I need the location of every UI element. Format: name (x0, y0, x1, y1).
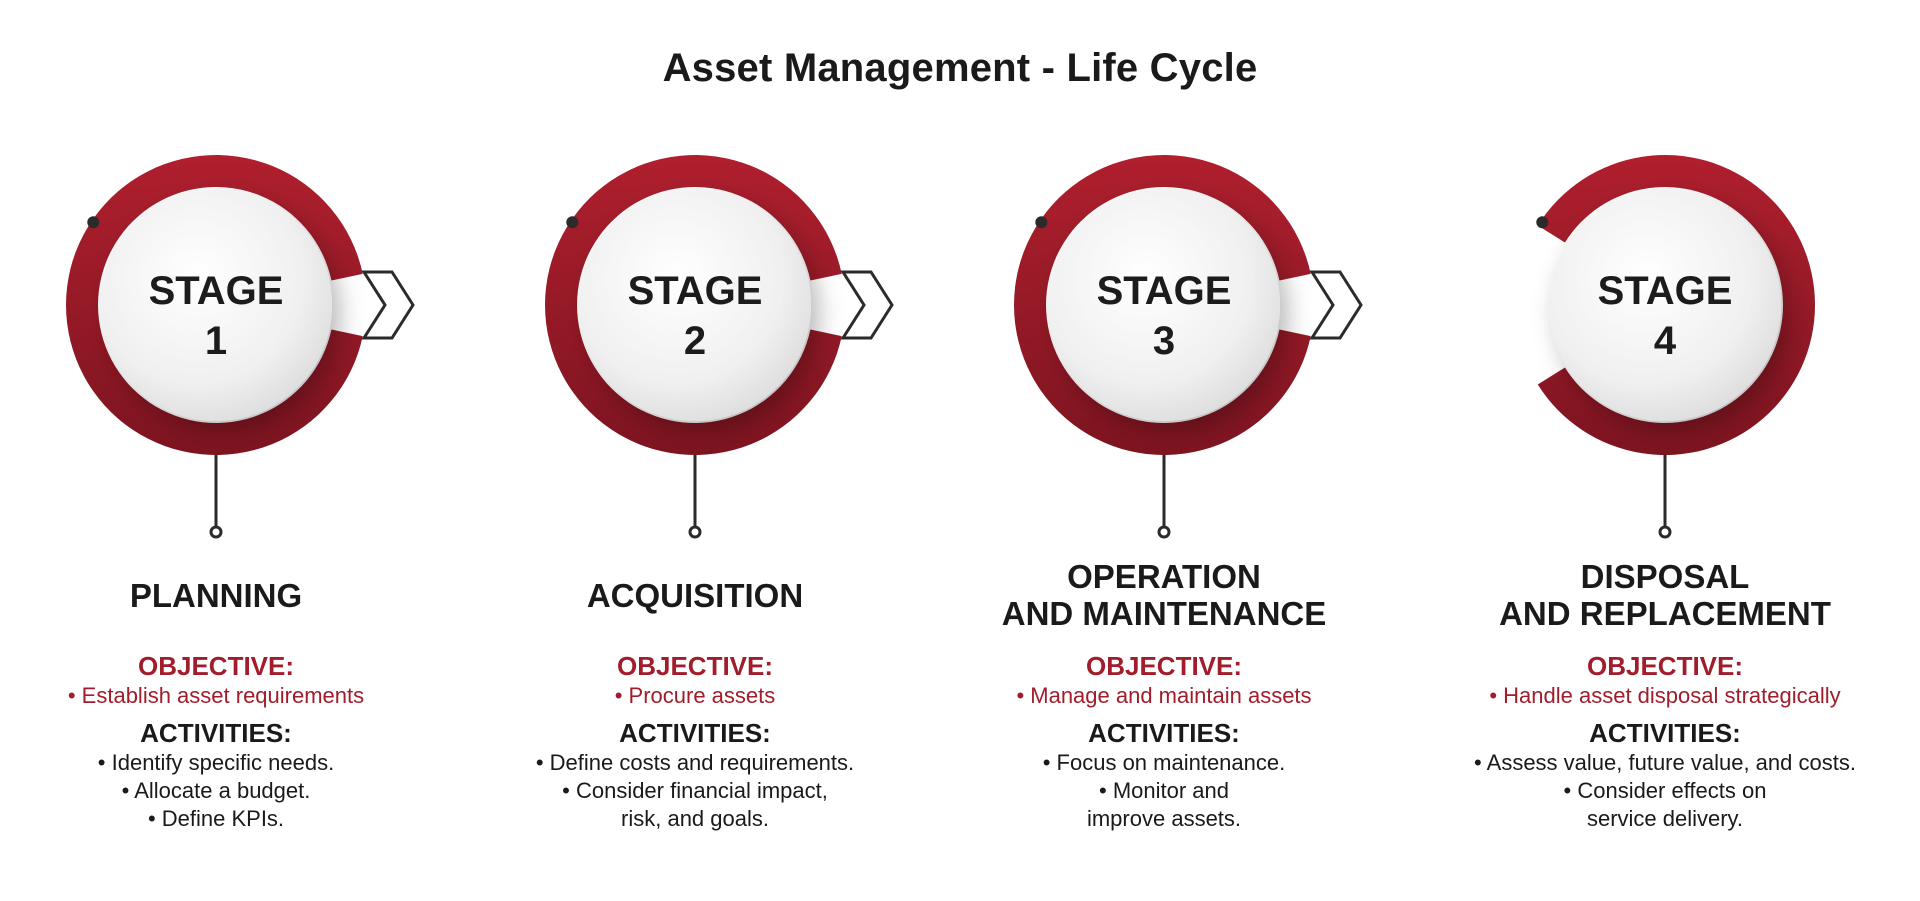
stage-3-disc (1048, 189, 1280, 421)
activity-line: • Define costs and requirements. (535, 750, 855, 776)
stage-4-disc (1549, 189, 1781, 421)
stage-title: ACQUISITION (465, 556, 925, 636)
objective-heading: OBJECTIVE: (1085, 651, 1243, 681)
stage-number: 2 (683, 319, 707, 363)
activity-line: • Allocate a budget. (121, 778, 311, 804)
stage-1-disc (100, 189, 332, 421)
stage-2-arrow-icon (840, 270, 894, 340)
stage-word: STAGE (148, 269, 284, 313)
page-title: Asset Management - Life Cycle (662, 46, 1258, 90)
activity-line: risk, and goals. (621, 805, 769, 831)
activity-line: • Monitor and (1099, 778, 1229, 804)
stage-1-graphic (66, 154, 415, 539)
stage-4-stem-marker (1658, 525, 1672, 539)
stage-3-dot (1035, 216, 1048, 229)
objective-text: • Procure assets (614, 682, 776, 708)
stage-title-line: AND REPLACEMENT (1499, 595, 1831, 632)
stage-1-description: PLANNING OBJECTIVE:• Establish asset requ… (0, 556, 446, 833)
stage-number: 4 (1653, 319, 1677, 363)
stage-3-label: STAGE 3 (1064, 271, 1264, 361)
activity-line: • Define KPIs. (147, 805, 285, 831)
stage-2-disc (579, 189, 811, 421)
stage-title-line: AND MAINTENANCE (1001, 595, 1327, 632)
activity-line: • Consider financial impact, (562, 778, 828, 804)
activity-line: • Focus on maintenance. (1042, 750, 1286, 776)
stage-title-line: DISPOSAL (1580, 558, 1750, 596)
stage-word: STAGE (1096, 269, 1232, 313)
objective-text: • Handle asset disposal strategically (1489, 682, 1841, 708)
objective-text: • Establish asset requirements (67, 682, 365, 708)
stage-word: STAGE (1597, 269, 1733, 313)
stage-3-arrow-icon (1309, 270, 1363, 340)
activities-heading: ACTIVITIES: (1589, 718, 1741, 749)
stage-1-stem-marker (209, 525, 223, 539)
stage-1-label: STAGE 1 (116, 271, 316, 361)
stage-2-dot (566, 216, 579, 229)
activity-line: service delivery. (1586, 805, 1744, 831)
objective-heading: OBJECTIVE: (1586, 651, 1744, 681)
stage-number: 3 (1152, 319, 1176, 363)
stage-word: STAGE (627, 269, 763, 313)
activity-line: • Consider effects on (1563, 778, 1767, 804)
stage-2-stem-marker (688, 525, 702, 539)
stage-2-label: STAGE 2 (595, 271, 795, 361)
objective-heading: OBJECTIVE: (616, 651, 774, 681)
activity-line: • Identify specific needs. (97, 750, 335, 776)
stage-title-line: PLANNING (129, 576, 303, 614)
stage-4-label: STAGE 4 (1565, 271, 1765, 361)
activity-line: improve assets. (1086, 805, 1242, 831)
stage-4-graphic (1536, 155, 1815, 539)
stage-title: PLANNING (0, 556, 446, 636)
stage-3-stem-marker (1157, 525, 1171, 539)
stage-number: 1 (204, 319, 228, 363)
activities-heading: ACTIVITIES: (1088, 718, 1240, 749)
objective-text: • Manage and maintain assets (1016, 682, 1312, 708)
stage-title-line: OPERATION (1067, 558, 1261, 596)
stage-1-dot (87, 216, 100, 229)
stage-4-dot (1536, 216, 1549, 229)
objective-heading: OBJECTIVE: (137, 651, 295, 681)
stage-2-graphic (545, 154, 894, 539)
activity-line: • Assess value, future value, and costs. (1474, 750, 1856, 776)
stage-3-graphic (1014, 154, 1363, 539)
activities-heading: ACTIVITIES: (619, 718, 771, 749)
stage-1-arrow-icon (361, 270, 415, 340)
stage-title-line: ACQUISITION (586, 576, 804, 614)
activities-heading: ACTIVITIES: (140, 718, 292, 749)
